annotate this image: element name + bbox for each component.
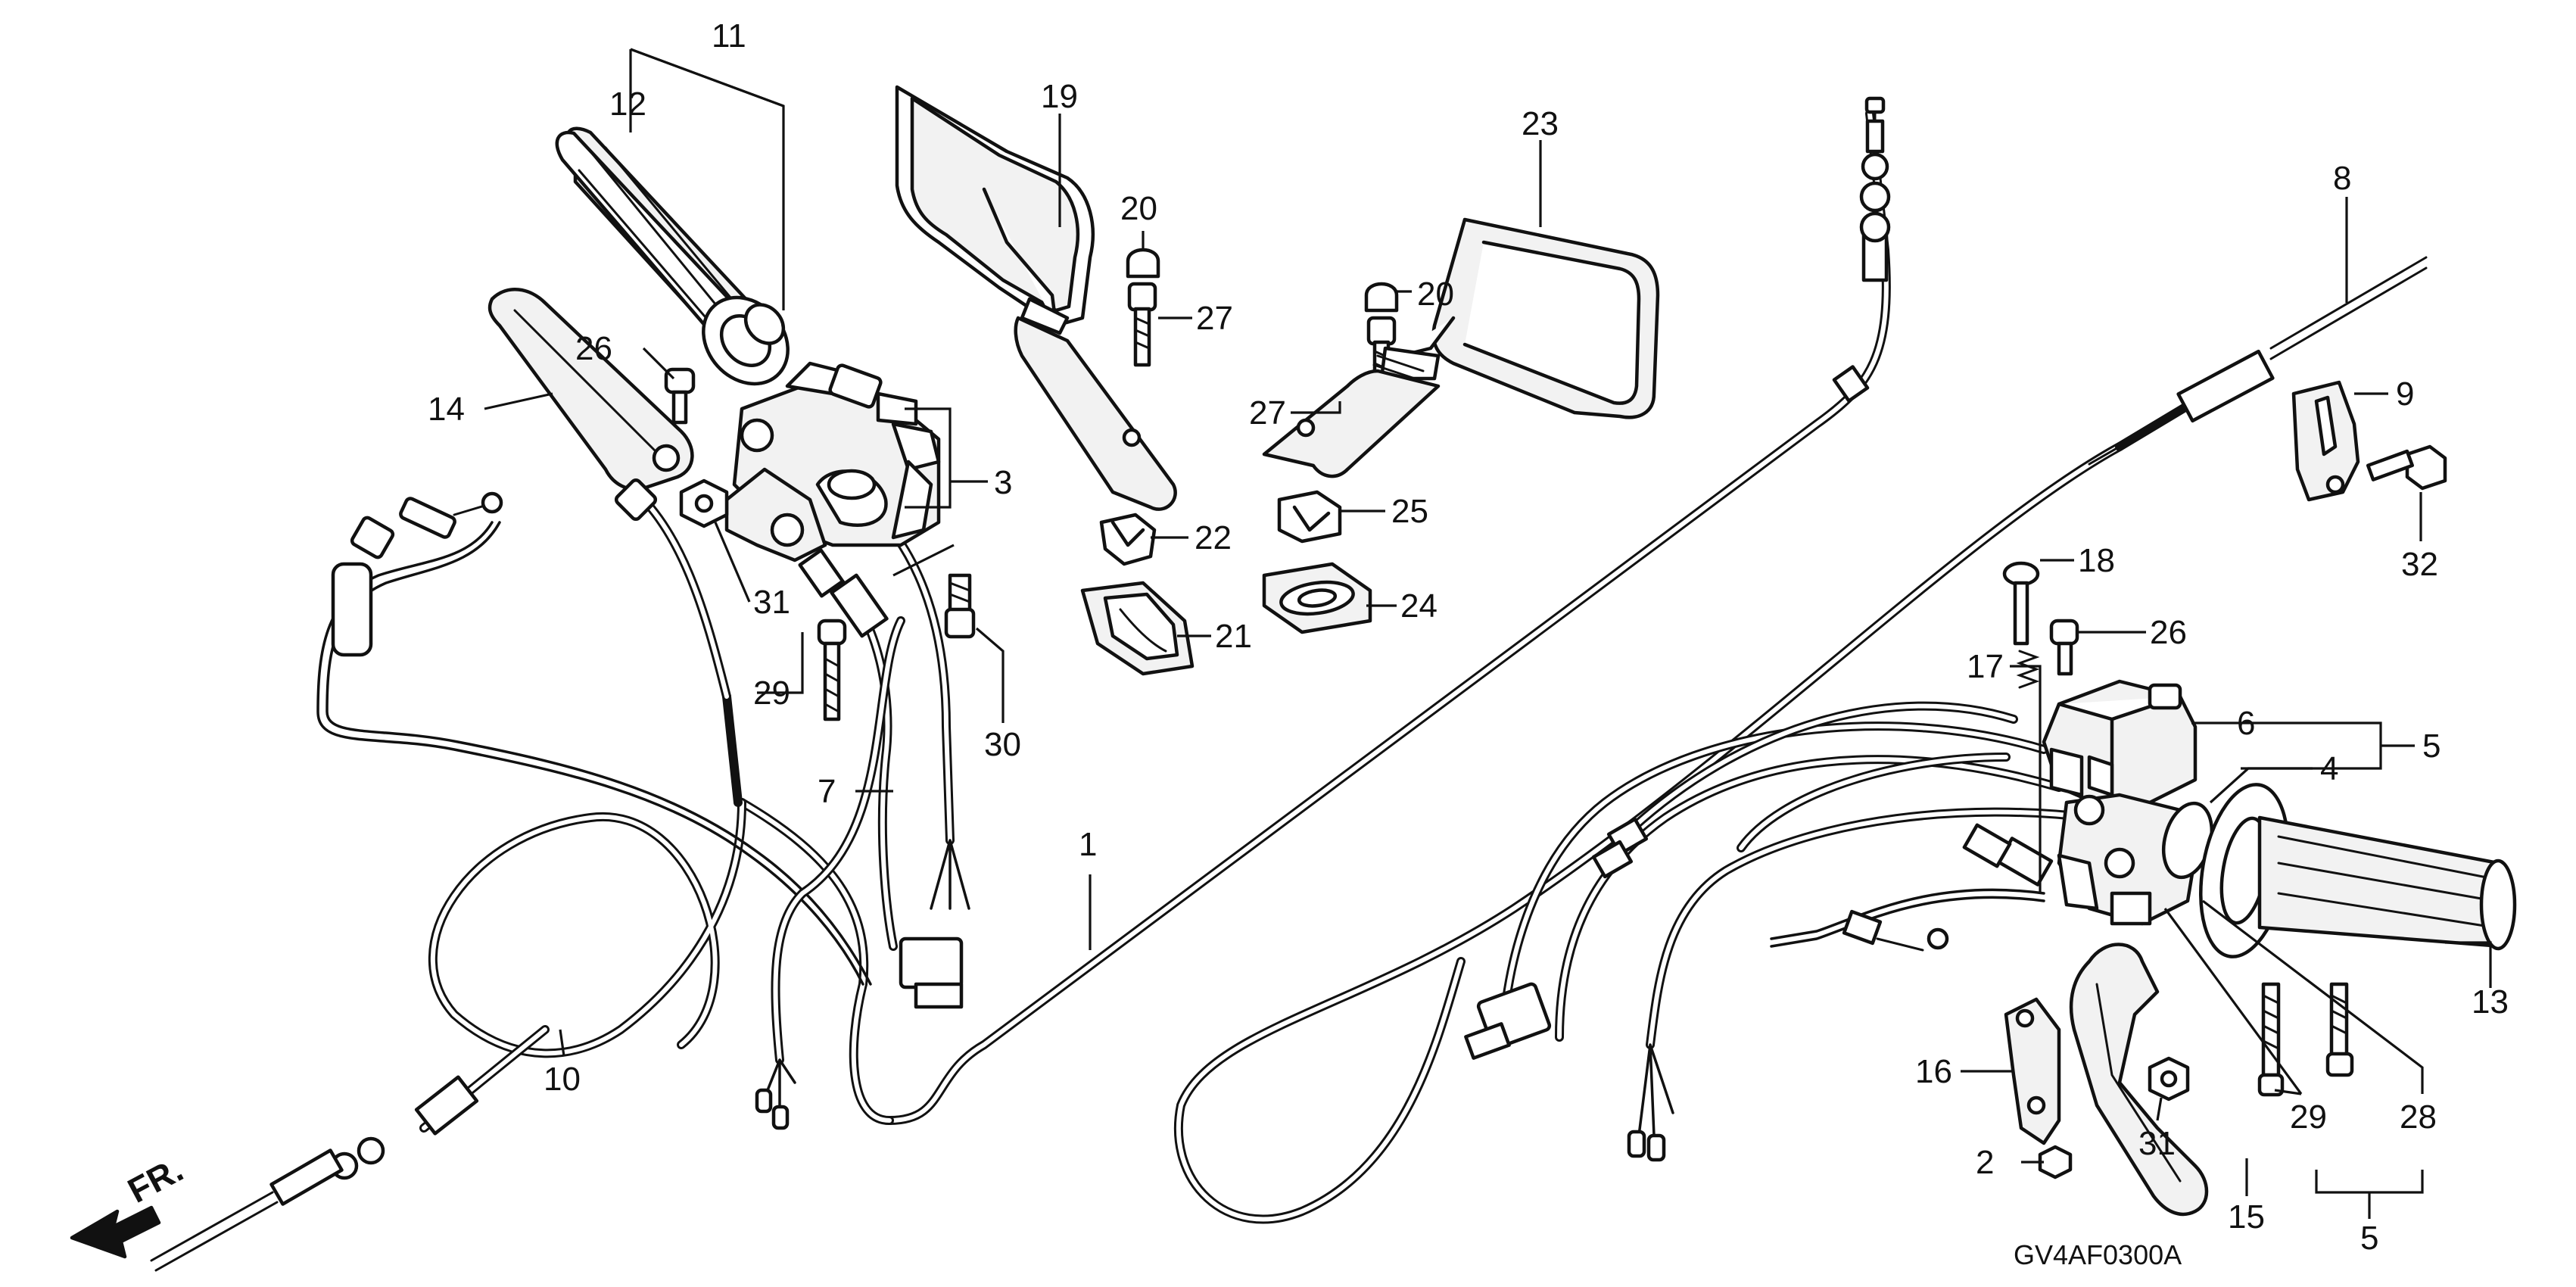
callout-14: 14 [428,391,465,428]
callout-23: 23 [1522,105,1559,142]
callout-31-left: 31 [753,584,790,621]
cap-20-right [1364,282,1399,313]
callout-26-right: 26 [2150,614,2187,651]
callout-19: 19 [1041,78,1078,115]
mirror-23 [1262,217,1660,478]
cap-20-left [1126,248,1160,279]
left-grip-12 [555,126,790,386]
throttle-cable-1 [737,96,1891,1125]
callout-29-right: 29 [2290,1098,2327,1136]
callout-3: 3 [994,464,1012,501]
callout-8: 8 [2333,160,2351,197]
callout-30: 30 [984,726,1021,763]
left-switch-housing-3 [724,361,941,562]
callout-27-right: 27 [1249,394,1286,432]
callout-32: 32 [2401,546,2438,583]
screw-26-left [664,367,696,425]
callout-9: 9 [2396,376,2414,413]
callout-20-right: 20 [1417,276,1454,313]
bracket-16 [2004,997,2061,1145]
boot-21 [1080,581,1195,676]
nut-31-right [2148,1056,2190,1102]
front-brake-cable [316,491,872,986]
nut-31-left [679,478,729,528]
callout-5-lower: 5 [2360,1220,2378,1257]
callout-7-left: 7 [818,773,836,810]
screw-29-right [2257,982,2285,1097]
callout-28: 28 [2400,1098,2437,1136]
screw-26-right [2049,619,2079,676]
callout-12: 12 [609,86,646,123]
choke-cable-10 [150,480,746,1272]
callout-31-right: 31 [2138,1125,2176,1162]
throttle-housing-4 [2057,793,2213,926]
callout-6: 6 [2237,705,2255,742]
diagram-code: GV4AF0300A [2014,1239,2182,1270]
clutch-cable-8 [1173,256,2428,1224]
front-direction-arrow: FR. [70,1149,189,1259]
callout-17: 17 [1967,648,2004,685]
clutch-lever-14 [487,288,694,522]
callout-10: 10 [544,1061,581,1098]
callout-29-left: 29 [753,675,790,712]
throttle-grip-13 [2199,783,2517,958]
callout-22: 22 [1195,519,1232,556]
callout-24: 24 [1400,587,1438,625]
callout-15: 15 [2228,1198,2265,1236]
callout-20-left: 20 [1120,190,1157,227]
clamp-25 [1277,490,1342,544]
callout-13: 13 [2472,983,2509,1021]
callout-5-upper: 5 [2422,728,2441,765]
callout-2: 2 [1976,1144,1994,1181]
callout-labels: 11 12 26 14 3 31 29 30 7 1 10 19 20 27 2… [428,17,2509,1257]
callout-4: 4 [2320,750,2338,787]
callout-18: 18 [2078,542,2115,579]
right-switch-housing-6 [2042,679,2198,812]
nut-2 [2038,1145,2073,1179]
front-direction-label: FR. [121,1149,189,1211]
callout-26-left: 26 [575,330,612,367]
screw-18 [2002,561,2040,646]
callout-16: 16 [1915,1053,1952,1090]
switch-wiring-7-right [1464,701,2094,1162]
callout-21: 21 [1215,618,1252,655]
bolt-32 [2366,444,2447,491]
callout-11: 11 [712,17,746,55]
callout-25: 25 [1391,493,1428,530]
spring-17 [2016,650,2040,689]
bolt-27-left [1127,282,1157,367]
switch-wiring-7-left [755,495,970,1130]
bracket-9 [2291,380,2360,502]
callout-27-left: 27 [1196,300,1233,337]
clamp-22 [1099,513,1157,566]
screw-29-left [817,619,847,721]
brake-lever-15 [2069,943,2209,1217]
mirror-19 [895,85,1177,511]
leader-lines [484,48,2492,1219]
callout-1: 1 [1079,826,1097,863]
screw-30 [944,573,976,639]
boot-24 [1262,562,1372,634]
